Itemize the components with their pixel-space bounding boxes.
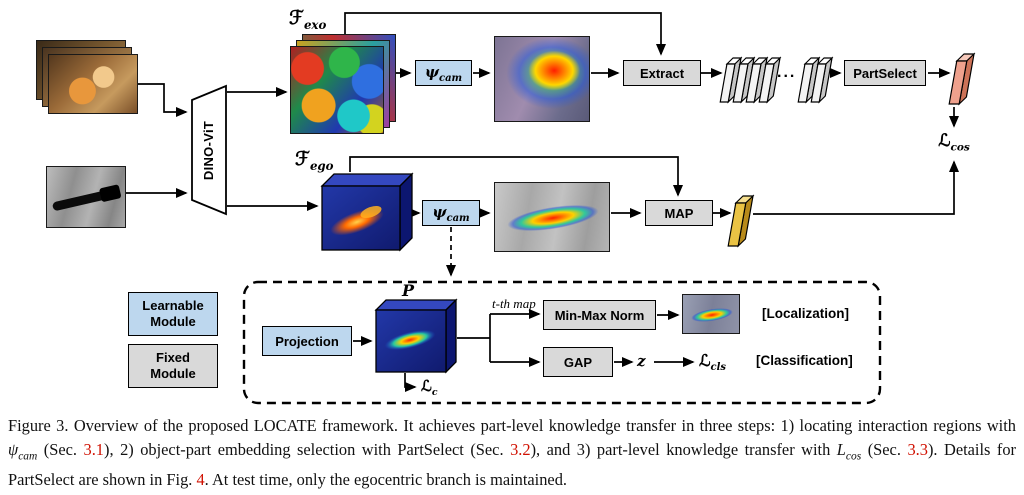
dino-vit-shape (191, 84, 227, 216)
t-th-map-label: t-th map (492, 296, 536, 311)
min-max-norm-box: Min-Max Norm (543, 300, 656, 330)
arrow-exo-features-to-extract (344, 12, 667, 56)
localization-heatmap (682, 294, 740, 334)
legend-learnable: Learnable Module (128, 292, 218, 336)
gap-box: GAP (543, 347, 613, 377)
arrow-pcube-to-lc (404, 373, 417, 393)
ego-input-image (46, 166, 126, 228)
extract-box: Extract (623, 60, 701, 86)
ego-feature-cube (320, 172, 414, 252)
caption-psi-cam: ψcam (8, 440, 38, 463)
projection-box: Projection (262, 326, 352, 356)
embedding-ellipsis: ... (777, 64, 797, 81)
l-cls-label: ℒcls (699, 351, 726, 374)
section-ref-3-2: 3.2 (510, 440, 531, 459)
p-label: P (402, 281, 415, 300)
split-line (457, 314, 491, 362)
figure-ref-4: 4 (196, 470, 205, 490)
classification-tag: [Classification] (756, 353, 853, 368)
ego-embedding (727, 194, 755, 248)
arrows (126, 12, 960, 393)
exo-feature-map-front (290, 46, 384, 134)
exo-photo-front (48, 54, 138, 114)
figure-caption: Figure 3. Overview of the proposed LOCAT… (8, 416, 1017, 490)
l-c-label: ℒc (421, 377, 438, 398)
map-box: MAP (645, 200, 713, 226)
small-heat-streak (690, 305, 734, 325)
projected-feature-cube (374, 298, 458, 374)
selected-part-embedding (948, 52, 976, 106)
dino-vit-block: DINO-ViT (190, 86, 227, 214)
arrow-ego-features-to-map (349, 156, 684, 197)
psi-cam-ego-box: ψcam (422, 200, 480, 226)
knife-heat-streak (505, 199, 601, 237)
test-time-panel-border (242, 280, 882, 405)
z-label: z (637, 352, 646, 370)
l-cos-label: ℒcos (938, 131, 970, 154)
section-ref-3-1: 3.1 (83, 440, 105, 459)
ego-attention-heatmap (494, 182, 610, 252)
arrow-exo-to-dino (138, 83, 188, 118)
knife-shape (51, 187, 119, 212)
partselect-box: PartSelect (844, 60, 926, 86)
dino-vit-label: DINO-ViT (201, 120, 216, 180)
exo-attention-heatmap (494, 36, 590, 122)
psi-cam-exo-box: ψcam (415, 60, 472, 86)
section-ref-3-3: 3.3 (907, 440, 928, 459)
exo-features-label: ℱexo (289, 7, 327, 32)
ego-features-label: ℱego (295, 148, 334, 173)
legend-fixed: Fixed Module (128, 344, 218, 388)
arrow-yellow-to-lcos (753, 160, 960, 215)
caption-l-cos: Lcos (836, 440, 862, 463)
localization-tag: [Localization] (762, 306, 849, 321)
